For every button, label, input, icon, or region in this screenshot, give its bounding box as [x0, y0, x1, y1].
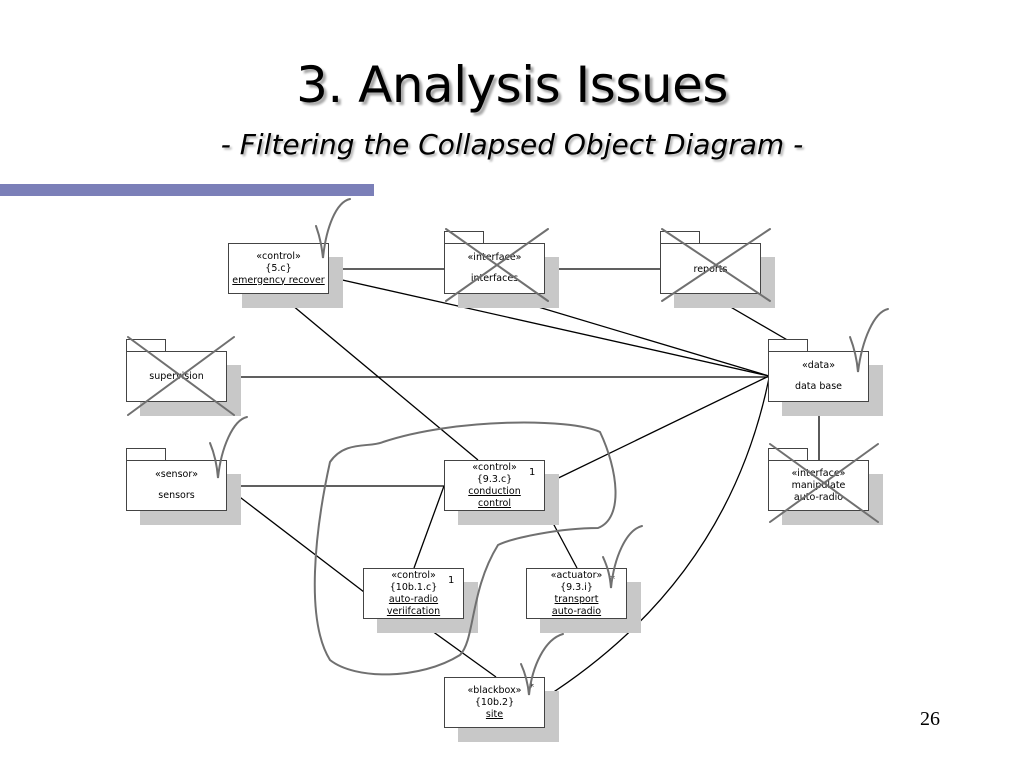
- cross-out-supervision: [127, 336, 235, 416]
- stereotype-label: «control»: [391, 569, 436, 581]
- link-site-database: [545, 377, 770, 698]
- multiplicity-label: 1: [529, 467, 536, 478]
- node-name: data base: [794, 381, 843, 392]
- node-name: site: [485, 708, 504, 720]
- link-interfaces-database: [497, 294, 770, 377]
- ref-label: {5.c}: [265, 262, 292, 274]
- page-number: 26: [920, 708, 940, 730]
- link-emergency-conduction: [279, 294, 479, 461]
- node-name-line-1: transport: [554, 593, 599, 605]
- check-mark-emergency: [315, 198, 351, 259]
- node-name-line-1: conduction: [468, 485, 521, 497]
- node-name: sensors: [158, 490, 195, 501]
- slide-title: 3. Analysis Issues: [296, 56, 728, 114]
- cross-out-manipulate: [769, 443, 879, 523]
- node-name-line-1: manipulate: [791, 479, 846, 491]
- node-name: emergency recover: [232, 274, 325, 286]
- ref-label: {9.3.c}: [476, 473, 513, 485]
- node-name: interfaces: [470, 273, 519, 284]
- check-mark-sensors: [209, 416, 248, 479]
- node-name-line-2: auto-radio: [793, 491, 844, 503]
- accent-bar: [0, 184, 374, 196]
- stereotype-label: «control»: [472, 461, 517, 473]
- node-name-line-1: auto-radio: [388, 593, 439, 605]
- link-sensors-verification: [227, 487, 365, 593]
- stereotype-label: «control»: [256, 250, 301, 262]
- multiplicity-label: 1: [448, 575, 455, 586]
- ref-label: {10b.1.c}: [389, 581, 438, 593]
- check-mark-data-base: [849, 308, 889, 373]
- stereotype-label: «data»: [801, 360, 836, 371]
- package-tab: [768, 339, 808, 351]
- link-conduction-database: [545, 375, 770, 485]
- node-name-line-2: auto-radio: [551, 605, 602, 617]
- check-mark-transport: [602, 525, 643, 589]
- grouping-loop: [313, 421, 617, 676]
- stereotype-label: «actuator»: [550, 569, 603, 581]
- link-conduction-verification: [413, 485, 445, 569]
- node-name: supervision: [149, 370, 204, 382]
- stereotype-label: «sensor»: [154, 469, 199, 480]
- ref-label: {9.3.i}: [560, 581, 593, 593]
- package-tab: [126, 448, 166, 460]
- check-mark-site: [520, 633, 564, 696]
- slide-subtitle: - Filtering the Collapsed Object Diagram…: [220, 128, 804, 161]
- stereotype-label: «interface»: [791, 467, 846, 479]
- ref-label: {10b.2}: [474, 696, 515, 708]
- node-name-line-2: veriifcation: [386, 605, 441, 617]
- stereotype-label: «interface»: [467, 252, 522, 263]
- stereotype-label: «blackbox»: [467, 684, 522, 696]
- cross-out-interfaces: [445, 228, 549, 302]
- link-emergency-database: [328, 276, 770, 377]
- cross-out-reports: [661, 228, 771, 302]
- node-name-line-2: control: [478, 497, 511, 509]
- multiplicity-label: *: [529, 682, 534, 693]
